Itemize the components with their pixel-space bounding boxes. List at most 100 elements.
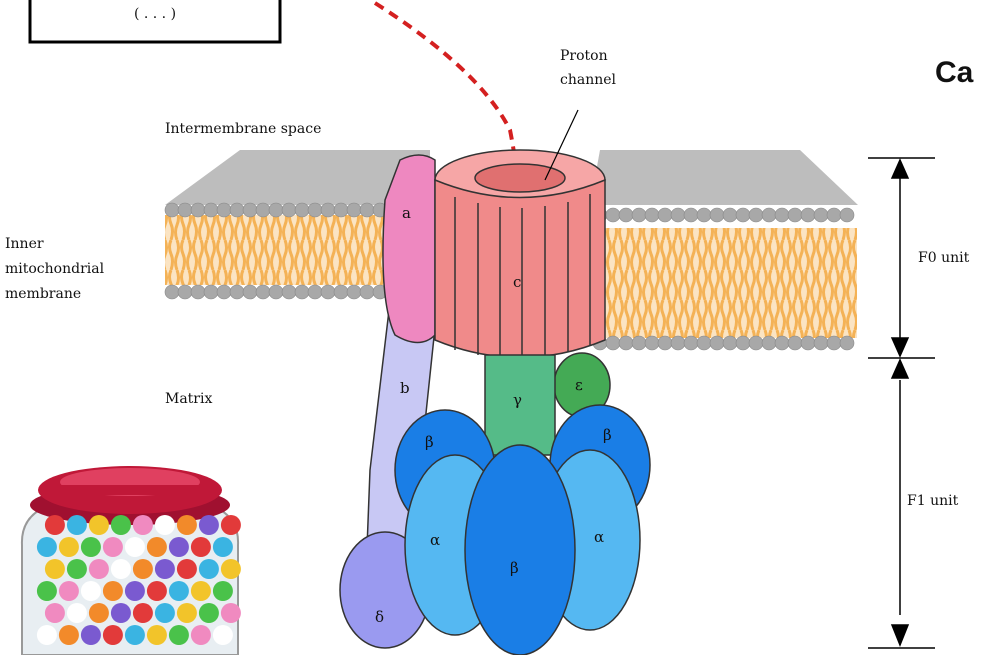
gumball [177,603,197,623]
gumball [125,537,145,557]
gumball [199,559,219,579]
lipid-head [282,285,296,299]
gumball [59,581,79,601]
proton-label-line1: Proton [560,48,608,64]
gumball [67,559,87,579]
lipid-head [801,208,815,222]
f0-label: F0 unit [918,250,970,266]
lipid-head [321,203,335,217]
lipid-head [360,203,374,217]
gumball [59,537,79,557]
lipid-head [230,285,244,299]
beta-label-left: β [425,433,434,451]
lipid-head [775,336,789,350]
lipid-head [308,203,322,217]
alpha-label-left: α [430,531,440,549]
beta-subunit-front [465,445,575,655]
lipid-head [178,203,192,217]
alpha-label-right: α [594,528,604,546]
lipid-head [321,285,335,299]
gumball [81,581,101,601]
f1-label: F1 unit [907,493,959,509]
gumball [221,515,241,535]
lipid-head [645,336,659,350]
beta-label-front: β [510,559,519,577]
gumball [37,581,57,601]
lipid-head [658,208,672,222]
b-label: b [400,379,410,397]
a-label: a [402,204,411,222]
lipid-head [788,336,802,350]
top-left-label-box: ( . . . ) [30,0,280,42]
lipid-head [204,285,218,299]
gumball [125,581,145,601]
lipid-head [749,208,763,222]
inner-label-line2: mitochondrial [5,261,105,277]
box-text: ( . . . ) [134,6,176,22]
lipid-head [256,285,270,299]
gumball [177,559,197,579]
gumball [133,515,153,535]
gumball [89,559,109,579]
lipid-head [710,336,724,350]
gumball [111,559,131,579]
gumball [67,603,87,623]
lipid-head [347,285,361,299]
gumball [67,515,87,535]
intermembrane-label: Intermembrane space [165,121,321,137]
inner-label-line1: Inner [5,236,44,252]
gumball [147,537,167,557]
lipid-head [269,203,283,217]
lipid-head [723,336,737,350]
lipid-head [827,336,841,350]
gumball [191,537,211,557]
gumball [199,603,219,623]
lipid-head [282,203,296,217]
lipid-head [788,208,802,222]
beta-label-right: β [603,426,612,444]
gumball [103,625,123,645]
lipid-head [308,285,322,299]
gumball [221,603,241,623]
lipid-head [360,285,374,299]
lipid-head [671,336,685,350]
delta-label: δ [375,608,384,626]
lipid-head [840,208,854,222]
lipid-head [697,336,711,350]
gumball [213,581,233,601]
lipid-head [710,208,724,222]
lipid-head [165,203,179,217]
lipid-head [671,208,685,222]
gumball-jar-image [22,466,241,655]
lipid-head [697,208,711,222]
gamma-label: γ [513,391,522,409]
lipid-head [749,336,763,350]
lipid-head [814,208,828,222]
lipid-head [165,285,179,299]
gumball [155,515,175,535]
lipid-head [658,336,672,350]
gumball [147,625,167,645]
gumball [125,625,145,645]
lipid-head [736,208,750,222]
gumball [213,537,233,557]
gumball [81,537,101,557]
gumball [221,559,241,579]
lipid-head [191,203,205,217]
lipid-head [606,336,620,350]
lipid-head [347,203,361,217]
inner-label-line3: membrane [5,286,81,302]
lipid-head [762,208,776,222]
gumball [59,625,79,645]
lipid-head [723,208,737,222]
gumball [169,625,189,645]
lipid-head [295,285,309,299]
lipid-head [243,285,257,299]
lipid-head [217,203,231,217]
lipid-head [684,208,698,222]
lipid-head [191,285,205,299]
lipid-head [606,208,620,222]
lipid-head [256,203,270,217]
gumball [169,537,189,557]
